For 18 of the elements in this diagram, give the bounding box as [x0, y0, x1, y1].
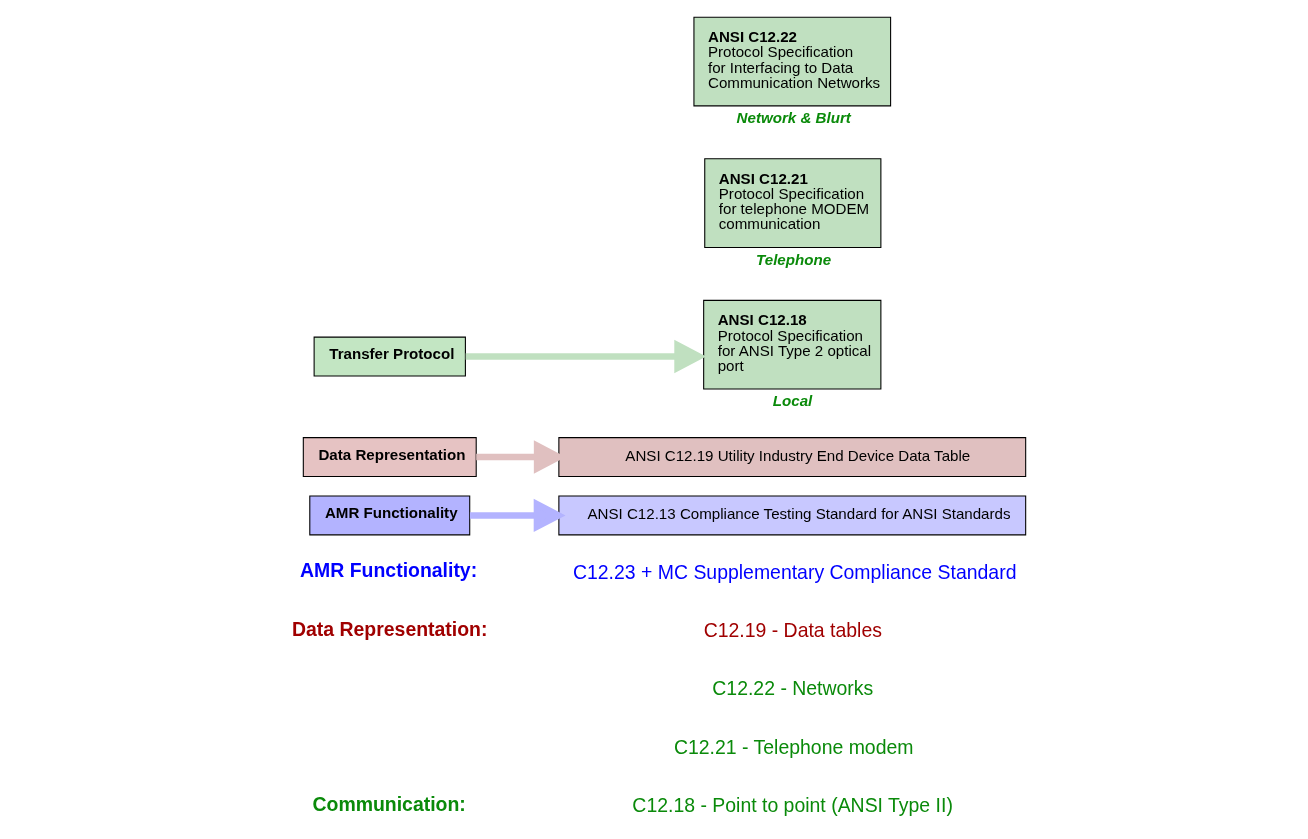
- label: Data Representation:: [291, 617, 487, 640]
- node-box: ANSI C12.19 Utility Industry End Device Data Table: [557, 437, 1026, 478]
- label: C12.21 - Telephone modem: [673, 735, 913, 758]
- label: Communication:: [312, 792, 466, 815]
- label: C12.23 + MC Supplementary Compliance Standard: [572, 560, 1016, 583]
- node-box: Transfer Protocol: [313, 336, 466, 377]
- label: C12.18 - Point to point (ANSI Type II): [631, 793, 953, 816]
- node-label: Local: [772, 392, 812, 410]
- label: C12.22 - Networks: [711, 677, 873, 700]
- node-label: Telephone: [755, 250, 831, 268]
- node-label: Network & Blurt: [736, 109, 851, 127]
- arrow: [465, 339, 706, 374]
- node-box: Data Representation: [302, 437, 477, 478]
- label: C12.19 - Data tables: [703, 618, 882, 641]
- label: AMR Functionality:: [299, 559, 477, 582]
- node-box: ANSI C12.13 Compliance Testing Standard for ANSI Standards: [557, 495, 1026, 536]
- arrow: [469, 498, 565, 533]
- node-box: AMR Functionality: [308, 495, 470, 536]
